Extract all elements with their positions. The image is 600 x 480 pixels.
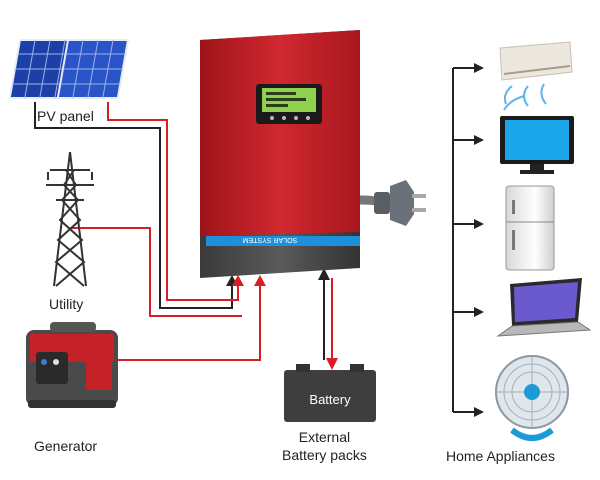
generator-wire-red — [118, 282, 261, 361]
inverter-icon: SOLAR SYSTEM — [200, 30, 360, 278]
arrow-generator — [254, 275, 266, 286]
pv-panel-label: PV panel — [37, 108, 94, 124]
arrow-tv — [474, 135, 484, 145]
external-label-line1: External — [298, 429, 351, 445]
laptop-icon — [496, 278, 592, 337]
generator-icon — [26, 322, 118, 408]
generator-label: Generator — [34, 438, 98, 454]
inverter-band-text: SOLAR SYSTEM — [243, 236, 298, 243]
battery-icon: Battery — [284, 364, 376, 422]
home-appliances-label: Home Appliances — [446, 448, 555, 464]
arrow-laptop — [474, 307, 484, 317]
arrows — [226, 63, 484, 417]
arrow-battery-up — [318, 268, 330, 280]
battery-text: Battery — [309, 392, 351, 407]
arrow-battery-down — [326, 358, 338, 370]
wires — [34, 67, 474, 413]
arrow-fridge — [474, 219, 484, 229]
arrow-fan — [474, 407, 484, 417]
utility-label: Utility — [49, 296, 84, 312]
external-label-line2: Battery packs — [282, 447, 367, 463]
arrow-ac — [474, 63, 484, 73]
fridge-icon — [505, 185, 555, 271]
air-conditioner-icon — [499, 41, 573, 111]
utility-wire-red — [70, 227, 242, 317]
plug-icon — [359, 180, 426, 226]
power-tower-icon — [46, 151, 94, 287]
fan-icon — [495, 355, 569, 441]
tv-icon — [500, 116, 574, 174]
pv-wire-black — [34, 102, 233, 309]
external-battery-label: External Battery packs — [282, 428, 367, 464]
pv-wire-red — [107, 102, 239, 301]
arrow-pv-red — [232, 275, 244, 286]
solar-panel-icon — [8, 39, 130, 99]
